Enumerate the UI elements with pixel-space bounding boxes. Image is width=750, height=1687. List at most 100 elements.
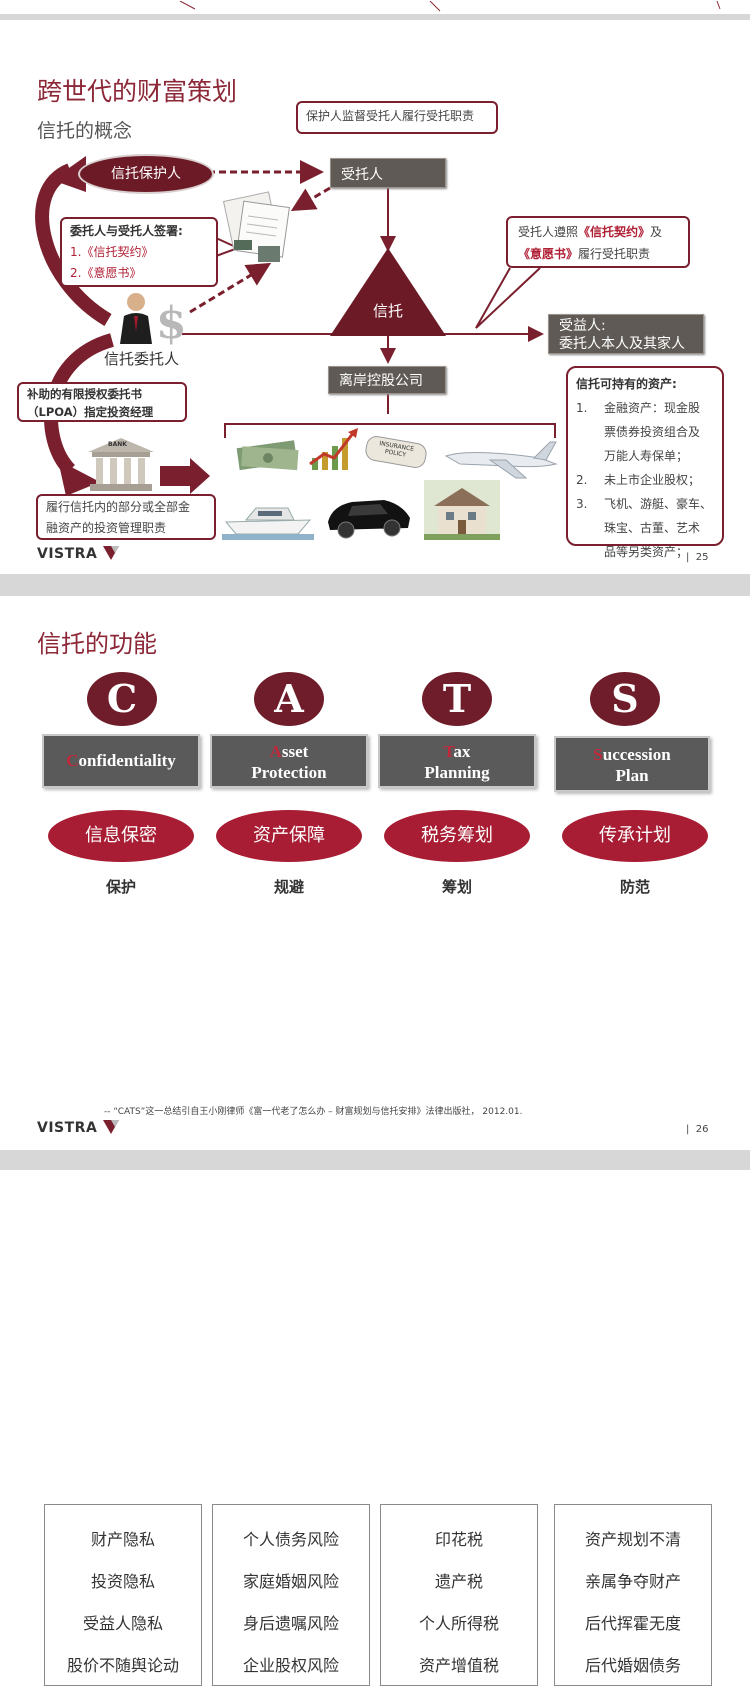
triangle-shape <box>330 248 446 336</box>
initial: A <box>269 742 282 761</box>
asset-line: 品等另类资产； <box>604 545 689 559</box>
bank-building: BANK <box>86 436 156 492</box>
signing-heading: 委托人与受托人签署: <box>70 224 183 238</box>
trustee-note-text: 及 <box>650 225 663 239</box>
list-item: 财产隐私 <box>90 1530 155 1549</box>
signing-item: 1.《信托契约》 <box>70 245 154 259</box>
term: onfidentiality <box>78 751 176 770</box>
initial: S <box>593 745 603 764</box>
list-item: 受益人隐私 <box>82 1614 163 1633</box>
trustee-note-deed: 《信托契约》 <box>578 225 651 239</box>
page-number: | 26 <box>686 1124 709 1135</box>
list-item: 遗产税 <box>434 1572 483 1591</box>
vistra-mark-icon <box>102 1120 119 1134</box>
asset-line: 票债券投资组合及 <box>604 425 701 439</box>
bank-sign: BANK <box>108 441 127 448</box>
initial: C <box>66 751 79 770</box>
manager-duty-line: 融资产的投资管理职责 <box>46 521 167 535</box>
category-label: 保护 <box>105 878 136 896</box>
asset-num: 1. <box>576 401 588 415</box>
list-item: 身后遗嘱风险 <box>242 1614 339 1633</box>
asset-text: 金融资产：现金股 票债券投资组合及 万能人寿保单； <box>604 396 700 468</box>
slide-subtitle: 信托的概念 <box>37 120 133 142</box>
signing-item: 2.《意愿书》 <box>70 266 142 280</box>
lpoa-line: （LPOA）指定投资经理 <box>27 405 154 419</box>
oval-confidentiality: 信息保密 <box>48 810 194 862</box>
manager-duty-line: 履行信托内的部分或全部金 <box>46 500 191 514</box>
list-item: 后代婚姻债务 <box>584 1656 681 1675</box>
asset-line: 珠宝、古董、艺术 <box>604 521 701 535</box>
letter-s-circle: S <box>590 672 660 726</box>
list-item: 投资隐私 <box>90 1572 155 1591</box>
vistra-logo: VISTRA <box>37 546 119 562</box>
page-number-value: 26 <box>695 1124 709 1135</box>
bank-icon <box>88 438 154 491</box>
beneficiary-box: 受益人: 委托人本人及其家人 <box>548 314 704 354</box>
lpoa-box: 补助的有限授权委托书 （LPOA）指定投资经理 <box>17 382 187 422</box>
trustee-note-text: 受托人遵照 <box>518 225 579 239</box>
manager-duty-box: 履行信托内的部分或全部金 融资产的投资管理职责 <box>36 494 216 540</box>
initial: T <box>443 742 454 761</box>
house-icon <box>424 480 500 540</box>
oval-asset-protection: 资产保障 <box>216 810 362 862</box>
beneficiary-detail: 委托人本人及其家人 <box>559 336 685 352</box>
bottom-gray-strip <box>0 1150 750 1170</box>
yacht-icon <box>222 507 314 540</box>
protector-pill: 信托保护人 <box>78 154 214 194</box>
term: Protection <box>251 763 327 782</box>
asset-num: 2. <box>576 473 588 487</box>
category-label: 规避 <box>273 878 304 896</box>
cash-image <box>234 426 302 474</box>
asset-line: 万能人寿保单； <box>604 449 689 463</box>
brand-text: VISTRA <box>37 546 98 562</box>
asset-item: 3. 飞机、游艇、豪车、 珠宝、古董、艺术 品等另类资产； <box>576 492 714 564</box>
jet-icon <box>444 441 558 479</box>
decorative-lines <box>179 0 721 12</box>
scroll-icon <box>365 436 427 468</box>
slide-title: 跨世代的财富策划 <box>37 77 238 106</box>
asset-text: 飞机、游艇、豪车、 珠宝、古董、艺术 品等另类资产； <box>604 492 712 564</box>
page-number-value: 25 <box>695 552 709 563</box>
beneficiary-label: 受益人: <box>559 318 606 334</box>
list-item: 个人债务风险 <box>242 1530 339 1549</box>
confidentiality-box: Confidentiality <box>42 734 200 788</box>
assets-heading: 信托可持有的资产: <box>576 377 677 391</box>
svg-text:$: $ <box>156 298 187 346</box>
category-label: 筹划 <box>441 878 472 896</box>
term: Planning <box>424 763 490 782</box>
vistra-mark-icon <box>102 546 119 560</box>
list-item: 印花税 <box>434 1530 483 1549</box>
list-item: 后代挥霍无度 <box>584 1614 681 1633</box>
holding-company-box: 离岸控股公司 <box>328 366 446 394</box>
list-tax-planning: 印花税 遗产税 个人所得税 资产增值税 <box>380 1504 538 1686</box>
asset-num: 3. <box>576 497 588 511</box>
insurance-policy-image: INSURANCE POLICY <box>362 434 432 470</box>
trust-triangle: 信托 <box>330 248 446 338</box>
list-item: 个人所得税 <box>418 1614 499 1633</box>
list-confidentiality: 财产隐私 投资隐私 受益人隐私 股价不随舆论动 <box>44 1504 202 1686</box>
asset-line: 金融资产：现金股 <box>604 401 701 415</box>
asset-line: 未上市企业股权； <box>604 473 701 487</box>
asset-item: 2. 未上市企业股权； <box>576 468 714 492</box>
trust-label: 信托 <box>372 302 403 320</box>
oval-tax-planning: 税务筹划 <box>384 810 530 862</box>
oval-succession-plan: 传承计划 <box>562 810 708 862</box>
list-succession-plan: 资产规划不清 亲属争夺财产 后代挥霍无度 后代婚姻债务 <box>554 1504 712 1686</box>
businessman-dollar-icon: $ <box>120 293 187 349</box>
car-icon <box>328 500 410 539</box>
money-stack-icon <box>236 440 299 471</box>
assets-box: 信托可持有的资产: 1. 金融资产：现金股 票债券投资组合及 万能人寿保单； 2… <box>566 366 724 559</box>
list-asset-protection: 个人债务风险 家庭婚姻风险 身后遗嘱风险 企业股权风险 <box>212 1504 370 1686</box>
asset-item: 1. 金融资产：现金股 票债券投资组合及 万能人寿保单； <box>576 396 714 468</box>
settlor-label: 信托委托人 <box>104 350 180 368</box>
trustee-note-text: 履行受托职责 <box>578 247 651 261</box>
house-image <box>424 480 500 540</box>
signing-box: 委托人与受托人签署: 1.《信托契约》 2.《意愿书》 <box>60 217 218 287</box>
asset-line: 飞机、游艇、豪车、 <box>604 497 713 511</box>
previous-slide-tail <box>0 0 750 14</box>
slide-divider <box>0 574 750 596</box>
growth-chart-image <box>306 424 362 472</box>
